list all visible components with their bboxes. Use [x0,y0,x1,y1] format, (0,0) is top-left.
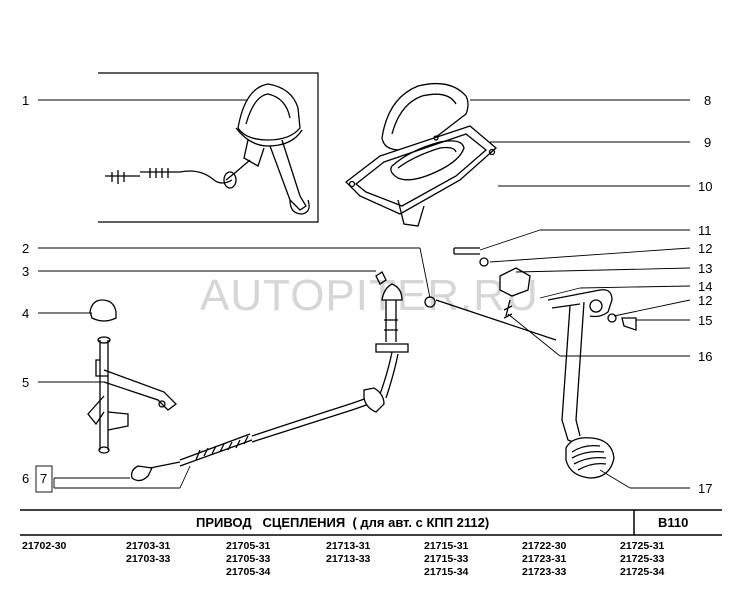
model-code: 21723-31 [522,553,567,565]
model-code: 21725-33 [620,553,665,565]
leader-lines [38,99,691,489]
callout-1: 1 [22,93,29,108]
model-code: 21713-31 [326,540,371,552]
model-code: 21722-30 [522,540,567,552]
model-code: 21705-33 [226,553,271,565]
model-codes: 21702-30 21703-31 21703-33 21705-31 2170… [22,540,665,578]
watermark: AUTOPITER.RU [200,271,539,320]
page-title: ПРИВОД СЦЕПЛЕНИЯ ( для авт. с КПП 2112) [196,515,489,530]
model-code: 21703-33 [126,553,171,565]
model-code: 21715-34 [424,566,469,578]
callout-2: 2 [22,241,29,256]
section-code: B110 [658,515,688,530]
callout-3: 3 [22,264,29,279]
inset-pedal-assembly [105,83,310,215]
model-code: 21715-31 [424,540,469,552]
model-code: 21715-33 [424,553,469,565]
callout-17: 17 [698,481,712,496]
callout-8: 8 [704,93,711,108]
callout-5: 5 [22,375,29,390]
inset-frame [98,72,319,223]
callout-12-upper: 12 [698,241,712,256]
model-code: 21705-34 [226,566,271,578]
callout-10: 10 [698,179,712,194]
callout-15: 15 [698,313,712,328]
callout-9: 9 [704,135,711,150]
model-code: 21702-30 [22,540,67,552]
callout-4: 4 [22,306,29,321]
model-code: 21725-34 [620,566,665,578]
model-code: 21723-33 [522,566,567,578]
callout-11: 11 [698,223,712,238]
clutch-pedal-assembly [424,247,637,479]
callout-7: 7 [40,471,47,486]
model-code: 21705-31 [226,540,271,552]
release-fork-assembly [87,299,177,454]
pedal-boot-assembly [345,82,497,227]
callout-6: 6 [22,471,29,486]
callout-bracket [35,465,53,493]
model-code: 21713-33 [326,553,371,565]
callout-13: 13 [698,261,712,276]
callout-12-lower: 12 [698,293,712,308]
clutch-cable [130,271,409,482]
model-code: 21725-31 [620,540,665,552]
callout-16: 16 [698,349,712,364]
model-code: 21703-31 [126,540,171,552]
callout-14: 14 [698,279,712,294]
